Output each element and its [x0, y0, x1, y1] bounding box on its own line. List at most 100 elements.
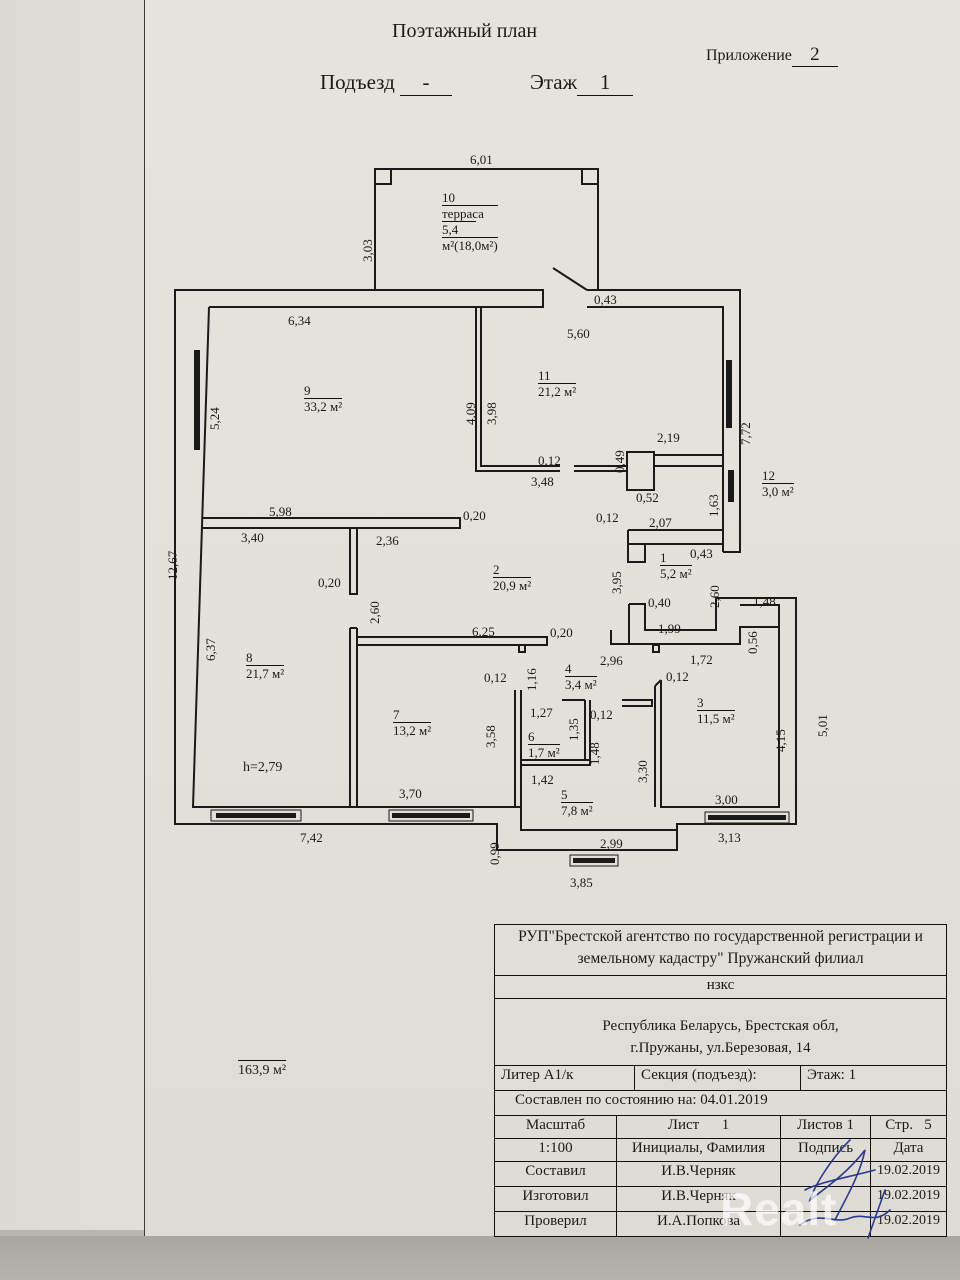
- room-number: 11: [538, 368, 577, 384]
- page: Стр. 5: [871, 1116, 947, 1138]
- object-type: нзкс: [495, 976, 947, 998]
- wall-7-2: [357, 636, 548, 646]
- page-label: Стр.: [885, 1117, 914, 1133]
- dim-stub: 0,20: [318, 575, 341, 590]
- window-left: [194, 350, 200, 450]
- sheet-value: 1: [721, 1117, 730, 1133]
- dim-r1-c: 0,43: [690, 546, 713, 561]
- dim-r11-top: 5,60: [567, 326, 590, 341]
- window-bottom-5: [573, 858, 615, 863]
- dim-door-gap: 2,60: [367, 601, 382, 624]
- entrance-value: -: [400, 70, 453, 96]
- wall-5-stub: [622, 699, 653, 707]
- dim-r11-niche-c: 0,52: [636, 490, 659, 505]
- underlying-sheet: [0, 0, 150, 1230]
- organization: РУП"Брестской агентство по государственн…: [495, 925, 947, 975]
- dim-r5-top: 1,42: [531, 772, 554, 787]
- compiled-as-of: Составлен по состоянию на: 04.01.2019: [495, 1091, 947, 1115]
- niche-11: [626, 451, 655, 491]
- dim-r9-bottom: 5,98: [269, 504, 292, 519]
- dim-r8-side: 6,37: [203, 638, 218, 661]
- room-number: 6: [528, 729, 560, 745]
- wall-1-top: [628, 529, 723, 545]
- signoff-row: Изготовил И.В.Черняк 19.02.2019: [495, 1187, 947, 1212]
- ceiling-height: h=2,79: [243, 760, 283, 775]
- signature-cell: [781, 1162, 871, 1186]
- dim-r3-side: 4,15: [773, 729, 788, 752]
- room-number: 8: [246, 650, 285, 666]
- dim-r3-outer-bottom: 3,13: [718, 830, 741, 845]
- wall-11-12: [654, 454, 723, 467]
- dim-r11-right: 7,72: [738, 422, 753, 445]
- dim-r3-f: 1,72: [690, 652, 713, 667]
- room-area: 5,4: [442, 222, 459, 237]
- room-number: 3: [697, 695, 735, 711]
- dim-r3-c: 1,48: [753, 594, 776, 609]
- signoff-row: Проверил И.А.Попкова 19.02.2019: [495, 1212, 947, 1237]
- col-date-header: Дата: [871, 1139, 947, 1161]
- role: Составил: [495, 1162, 617, 1186]
- address-line-1: Республика Беларусь, Брестская обл,: [602, 1018, 839, 1034]
- handwritten-signature: [799, 1139, 891, 1239]
- person-name: И.В.Черняк: [617, 1162, 781, 1186]
- room-area: 21,2 м²: [538, 384, 577, 399]
- dim-r7-top: 6,25: [472, 624, 495, 639]
- room-name: терраса: [442, 206, 484, 222]
- window-right-upper: [726, 360, 732, 428]
- dim-r4-b: 1,16: [524, 668, 539, 691]
- dim-r8-top: 3,40: [241, 530, 264, 545]
- dim-r9-wall-end: 0,20: [463, 508, 486, 523]
- signature-cell: [781, 1212, 871, 1236]
- dim-terrace-corner: 0,43: [594, 292, 617, 307]
- dim-r11-niche-a: 0,49: [612, 450, 627, 473]
- room-number: 9: [304, 383, 343, 399]
- room-10-label: 10 терраса 5,4 м²(18,0м²): [442, 190, 498, 253]
- address: Республика Беларусь, Брестская обл, г.Пр…: [495, 999, 947, 1065]
- dim-r5-outer: 3,85: [570, 875, 593, 890]
- appendix-label: Приложение: [706, 47, 792, 64]
- floor-plan-sheet: [144, 0, 960, 1236]
- dim-r1-a: 0,12: [596, 510, 619, 525]
- dim-terrace-top: 6,01: [470, 152, 493, 167]
- dim-r3-outer: 5,01: [815, 714, 830, 737]
- col-name-header: Инициалы, Фамилия: [617, 1139, 781, 1161]
- terrace-post-right: [581, 168, 599, 185]
- page-value: 5: [924, 1117, 932, 1133]
- sheet-label: Лист: [667, 1117, 700, 1133]
- dim-r12-side: 1,63: [706, 494, 721, 517]
- total-area: 163,9 м²: [238, 1060, 287, 1079]
- dim-r9-top: 6,34: [288, 313, 311, 328]
- room-area: 21,7 м²: [246, 666, 285, 681]
- dim-r1-b: 2,07: [649, 515, 672, 530]
- wall-3-left: [654, 679, 662, 807]
- sheets-count: Листов 1: [781, 1116, 871, 1138]
- entrance-field: Подъезд -: [320, 70, 453, 96]
- room-area-unit: м²(18,0м²): [442, 237, 498, 253]
- date: 19.02.2019: [871, 1162, 947, 1186]
- room-area: 33,2 м²: [304, 399, 343, 414]
- door-stub-2: [652, 644, 660, 653]
- dim-r2-left: 2,36: [376, 533, 399, 548]
- wall-9-8: [203, 517, 461, 529]
- dim-r7-bottom: 3,70: [399, 786, 422, 801]
- room-number: 4: [565, 661, 597, 677]
- dim-r3-bottom: 3,00: [715, 792, 738, 807]
- room-area: 5,2 м²: [660, 566, 692, 581]
- dim-r1-side: 3,95: [609, 571, 624, 594]
- wall-6: [521, 699, 591, 766]
- wall-1-left: [627, 530, 646, 563]
- person-name: И.А.Попкова: [617, 1212, 781, 1236]
- dim-r5-side: 3,30: [635, 760, 650, 783]
- dim-r7-wall-end: 0,20: [550, 625, 573, 640]
- dim-r9-side: 5,24: [207, 407, 222, 430]
- wall-8-stub: [349, 528, 358, 595]
- date: 19.02.2019: [871, 1187, 947, 1211]
